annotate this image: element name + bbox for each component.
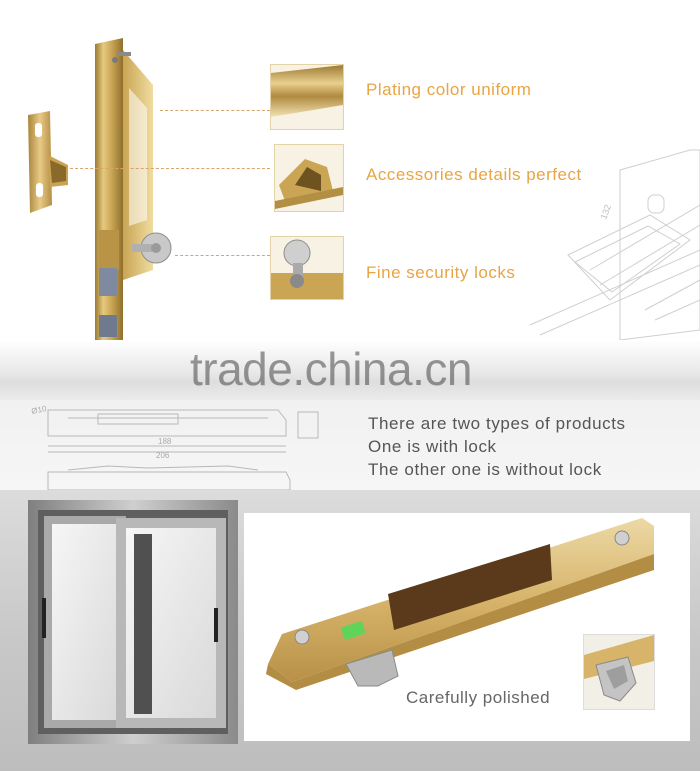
polished-detail-thumbnail [583, 634, 655, 710]
svg-text:206: 206 [156, 451, 170, 460]
plating-thumbnail [270, 64, 344, 130]
svg-text:Ø10: Ø10 [31, 404, 48, 416]
security-lock-thumbnail [270, 236, 344, 300]
callout-line-security [175, 255, 270, 256]
strike-plate-image [28, 111, 68, 213]
lock-image [95, 38, 153, 368]
svg-text:132: 132 [598, 203, 613, 221]
callout-line-plating [160, 110, 270, 111]
description-line-1: There are two types of products [368, 414, 626, 433]
callout-line-accessories [70, 168, 270, 169]
description-line-3: The other one is without lock [368, 460, 602, 479]
watermark: trade.china.cn [190, 343, 472, 395]
technical-drawing-top: 132 [529, 149, 700, 341]
feature-label-accessories: Accessories details perfect [366, 165, 582, 184]
sliding-window-image [28, 500, 238, 744]
polished-caption: Carefully polished [406, 688, 551, 707]
lock-detail-image [266, 518, 654, 690]
divider-band [0, 340, 700, 410]
technical-drawing-middle: 188 206 Ø10 [31, 404, 319, 491]
accessories-thumbnail [274, 144, 344, 212]
key-icon [132, 232, 172, 264]
feature-label-plating: Plating color uniform [366, 80, 532, 99]
feature-label-security: Fine security locks [366, 263, 516, 282]
description-line-2: One is with lock [368, 437, 497, 456]
svg-text:188: 188 [158, 437, 172, 446]
top-section: 132 [0, 0, 700, 370]
